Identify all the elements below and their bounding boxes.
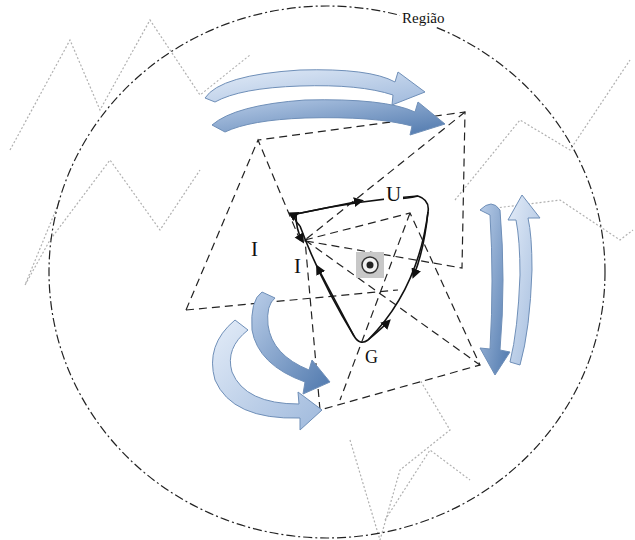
blue-arrows — [205, 70, 540, 430]
dotted-arrows — [10, 20, 633, 540]
loop-label: I — [249, 238, 260, 261]
region-label: Região — [400, 10, 447, 27]
eye-icon — [356, 252, 384, 278]
region-circle — [49, 6, 605, 538]
loop-label: U — [384, 183, 403, 206]
cycle-loop — [295, 196, 429, 342]
loop-label: I — [292, 255, 303, 278]
loop-label: G — [363, 347, 380, 367]
